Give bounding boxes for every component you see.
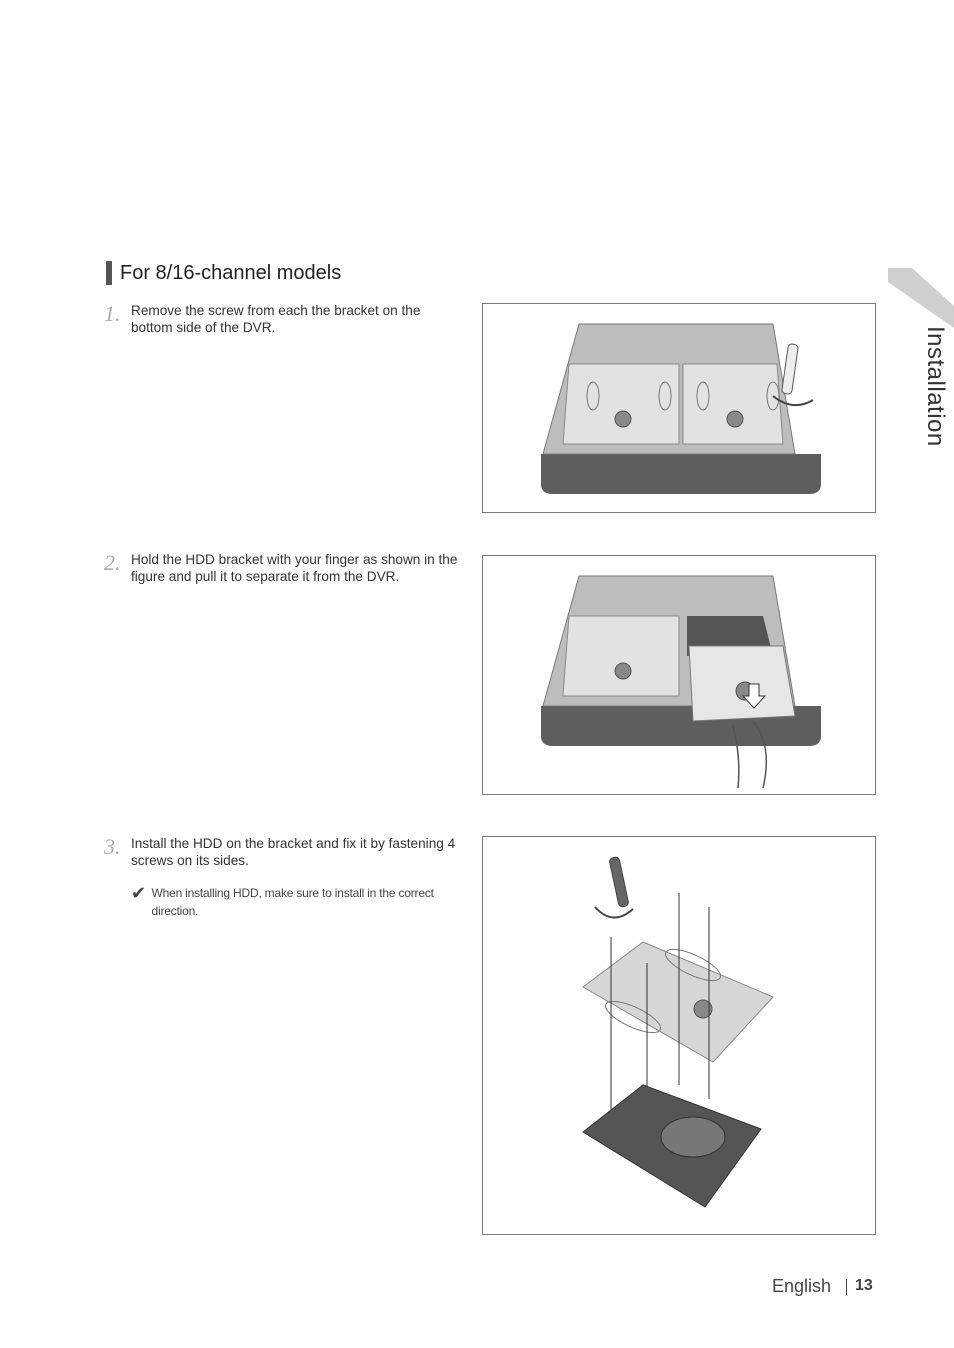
side-tab-label: Installation bbox=[922, 326, 949, 447]
footer-divider bbox=[846, 1279, 847, 1295]
section-heading: For 8/16-channel models bbox=[106, 260, 341, 286]
step-2-text: Hold the HDD bracket with your finger as… bbox=[131, 552, 458, 584]
check-icon: ✔ bbox=[131, 883, 147, 903]
footer-language: English bbox=[772, 1276, 832, 1296]
side-tab-marker bbox=[888, 268, 954, 328]
step-1-text: Remove the screw from each the bracket o… bbox=[131, 303, 421, 335]
heading-bar bbox=[106, 261, 112, 285]
note-text: When installing HDD, make sure to instal… bbox=[151, 886, 434, 918]
figure-3 bbox=[482, 836, 876, 1235]
figure-2 bbox=[482, 555, 876, 795]
dvr-bracket-removal-illustration bbox=[541, 575, 821, 789]
step-3-number: 3. bbox=[104, 834, 121, 859]
hdd-bracket-mounting-illustration bbox=[582, 856, 774, 1208]
note: ✔ When installing HDD, make sure to inst… bbox=[131, 884, 461, 920]
figure-1 bbox=[482, 303, 876, 513]
step-3-text: Install the HDD on the bracket and fix i… bbox=[131, 836, 456, 868]
step-2-number: 2. bbox=[104, 550, 121, 575]
page-number: 13 bbox=[855, 1277, 873, 1294]
dvr-bottom-screwdriver-illustration bbox=[541, 323, 821, 494]
step-1-number: 1. bbox=[104, 301, 121, 326]
section-title: For 8/16-channel models bbox=[120, 261, 342, 284]
